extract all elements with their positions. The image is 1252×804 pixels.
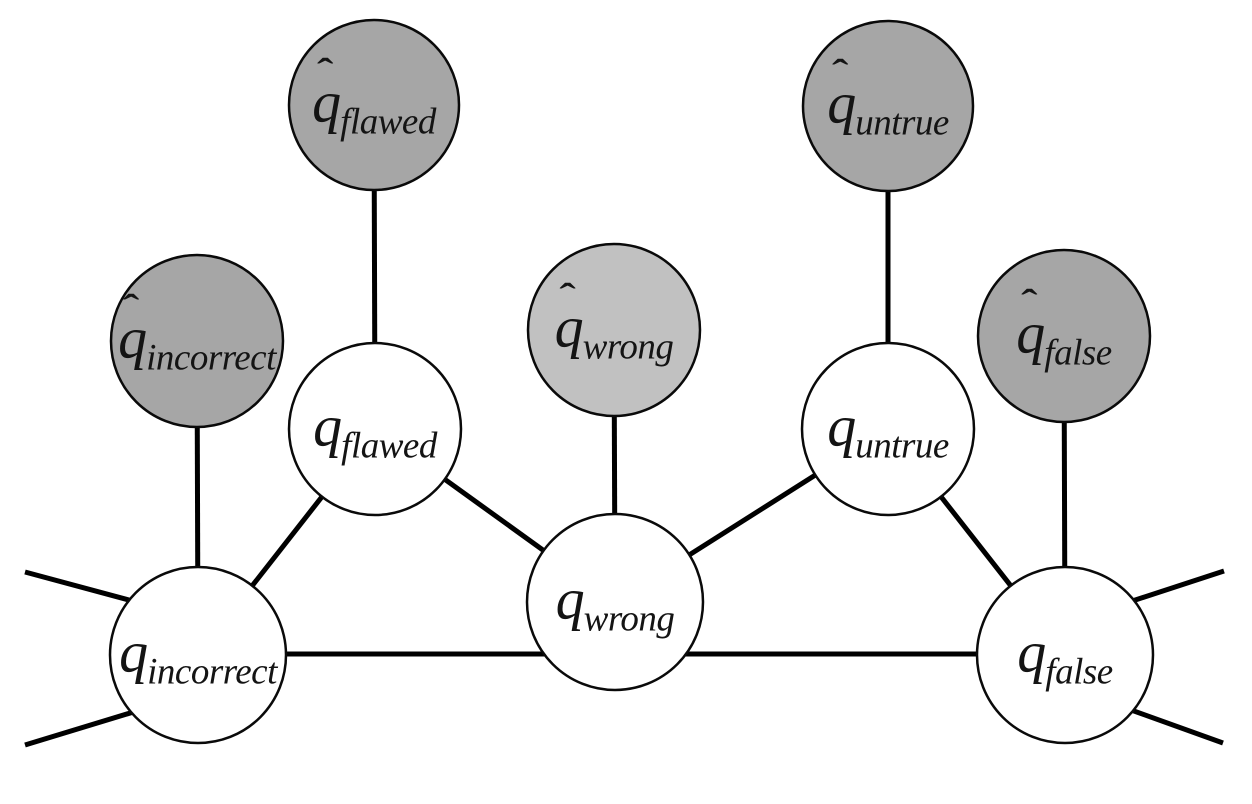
node-qhat-incorrect [109,253,285,429]
node-qhat-wrong [526,242,702,418]
node-q-incorrect [108,565,288,745]
node-q-wrong [525,512,705,692]
node-qhat-untrue [801,19,975,193]
stub-right-upper [1119,568,1225,608]
node-qhat-flawed [287,18,461,192]
node-q-untrue [800,341,976,517]
stub-left-lower [24,707,141,748]
node-q-false [975,565,1155,745]
stub-left-upper [24,569,141,606]
node-q-flawed [287,341,463,517]
stub-right-lower [1119,703,1224,746]
node-qhat-false [976,248,1152,424]
